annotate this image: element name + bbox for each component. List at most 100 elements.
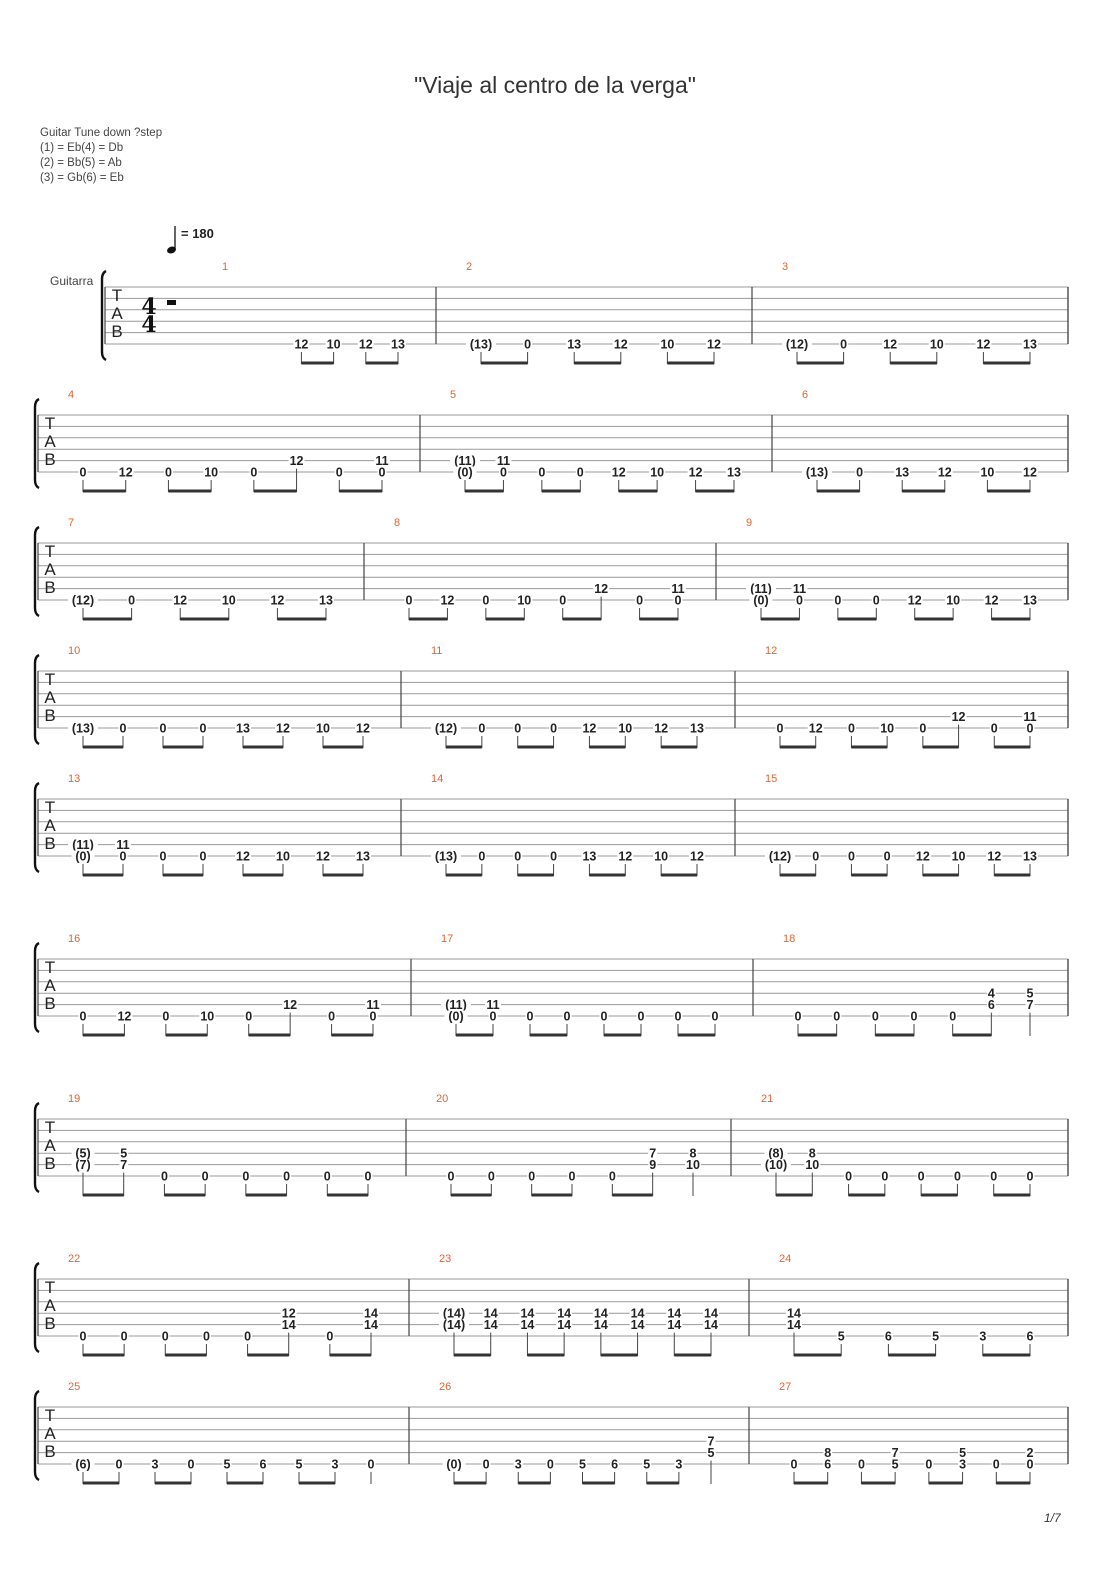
fret-number: 14: [520, 1318, 534, 1332]
fret-number-bg: [439, 1319, 469, 1332]
fret-number-bg: [431, 850, 461, 863]
fret-number: 5: [1027, 987, 1034, 1001]
fret-number-bg: [556, 1307, 573, 1320]
fret-number: 12: [916, 850, 930, 864]
measure-number: 9: [746, 517, 752, 529]
fret-number: 11: [793, 582, 806, 596]
tab-clef-letter: T: [45, 1406, 55, 1425]
fret-number: 0: [336, 466, 343, 480]
fret-number-bg: [1025, 1447, 1035, 1460]
measure-number: 8: [394, 517, 400, 529]
fret-number: 6: [988, 998, 995, 1012]
fret-number-bg: [592, 1307, 609, 1320]
fret-number: 0: [919, 722, 926, 736]
fret-number: 10: [327, 338, 341, 352]
fret-number: 5: [892, 1458, 899, 1472]
fret-number-bg: [986, 850, 1003, 863]
fret-number-bg: [832, 1010, 842, 1023]
fret-number-bg: [280, 1319, 297, 1332]
tab-clef-letter: A: [44, 1296, 56, 1315]
fret-number-bg: [794, 594, 804, 607]
fret-number: 0: [601, 1010, 608, 1024]
fret-number: 0: [406, 594, 413, 608]
fret-number: (13): [806, 466, 828, 480]
measure-number: 27: [779, 1381, 791, 1393]
fret-number-bg: [761, 1159, 791, 1172]
fret-number-bg: [71, 1458, 95, 1471]
system-bracket: [33, 397, 40, 490]
fret-number-bg: [610, 466, 627, 479]
fret-number: 0: [795, 1010, 802, 1024]
fret-number: 14: [557, 1318, 571, 1332]
fret-number-bg: [200, 1170, 210, 1183]
fret-number: 0: [478, 722, 485, 736]
fret-number-bg: [793, 1010, 803, 1023]
fret-number-bg: [365, 999, 381, 1012]
fret-number-bg: [592, 1319, 609, 1332]
fret-number: 12: [707, 338, 721, 352]
fret-number: 13: [1023, 850, 1037, 864]
fret-number-bg: [280, 1307, 297, 1320]
tab-clef-letter: A: [44, 976, 56, 995]
fret-number: 6: [824, 1458, 831, 1472]
fret-number-bg: [1022, 466, 1038, 479]
fret-number: 0: [188, 1458, 195, 1472]
fret-number: 0: [796, 594, 803, 608]
fret-number: 0: [949, 1010, 956, 1024]
fret-number-bg: [706, 1435, 716, 1448]
fret-number-bg: [883, 1330, 893, 1343]
tuning-line: (2) = Bb(5) = Ab: [40, 157, 122, 169]
fret-number: 0: [550, 722, 557, 736]
fret-number: 3: [675, 1458, 682, 1472]
fret-number: 0: [482, 594, 489, 608]
fret-number-bg: [549, 850, 559, 863]
fret-number: 5: [120, 1147, 127, 1161]
fret-number: 0: [712, 1010, 719, 1024]
fret-number-bg: [330, 1458, 340, 1471]
fret-number-bg: [914, 850, 931, 863]
tempo-marking: = 180: [165, 222, 245, 256]
fret-number-bg: [439, 594, 456, 607]
fret-number: 11: [1023, 710, 1036, 724]
fret-number-bg: [791, 583, 808, 596]
system-bracket: [33, 1101, 40, 1194]
fret-number-bg: [466, 338, 496, 351]
measure-number: 17: [441, 933, 453, 945]
fret-number: 14: [704, 1307, 718, 1321]
fret-number: 8: [824, 1446, 831, 1460]
fret-number-bg: [366, 1458, 376, 1471]
fret-number: 0: [120, 722, 127, 736]
fret-number: 10: [650, 466, 664, 480]
fret-number-bg: [635, 594, 645, 607]
fret-number-bg: [201, 1330, 211, 1343]
fret-number: 14: [484, 1307, 498, 1321]
fret-number: 10: [805, 1158, 819, 1172]
fret-number: 14: [631, 1318, 645, 1332]
fret-number: 13: [727, 466, 741, 480]
fret-number: 0: [326, 1330, 333, 1344]
fret-number-bg: [519, 1307, 536, 1320]
fret-number: 14: [364, 1318, 378, 1332]
fret-number-bg: [199, 1010, 216, 1023]
song-title: "Viaje al centro de la verga": [414, 72, 696, 98]
fret-number-bg: [519, 1319, 536, 1332]
fret-number: 3: [332, 1458, 339, 1472]
fret-number: 10: [654, 850, 668, 864]
system-bracket: [33, 781, 40, 874]
fret-number: 0: [242, 1170, 249, 1184]
fret-number: 0: [80, 1330, 87, 1344]
fret-number-bg: [318, 594, 334, 607]
tab-clef-letter: B: [111, 322, 122, 341]
fret-number: 12: [359, 338, 373, 352]
fret-number: 0: [244, 1330, 251, 1344]
fret-number-bg: [163, 466, 173, 479]
fret-number-bg: [404, 594, 414, 607]
fret-number: 5: [224, 1458, 231, 1472]
fret-number-bg: [642, 1458, 652, 1471]
fret-number: 6: [611, 1458, 618, 1472]
measure-number: 25: [68, 1381, 80, 1393]
fret-number-bg: [846, 722, 856, 735]
fret-number: 12: [119, 466, 133, 480]
